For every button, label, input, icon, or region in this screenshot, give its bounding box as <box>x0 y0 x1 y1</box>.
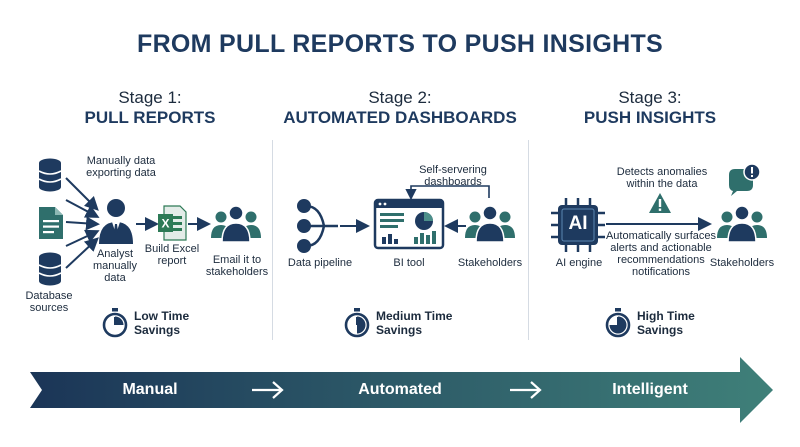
stakeholders-label: Stakeholders <box>709 257 775 269</box>
manual-export-label: Manually data exporting data <box>86 155 156 179</box>
stage-3-number: Stage 3: <box>618 88 682 107</box>
progression-intelligent: Intelligent <box>612 381 688 398</box>
page-title: FROM PULL REPORTS TO PUSH INSIGHTS <box>137 30 663 58</box>
stage-1-name: PULL REPORTS <box>84 108 216 127</box>
stakeholders-icon <box>465 205 515 243</box>
ai-chip-text: AI <box>568 213 588 234</box>
stopwatch-icon <box>605 308 631 338</box>
data-pipeline-icon <box>297 199 338 253</box>
stopwatch-icon <box>344 308 370 338</box>
stakeholders-icon <box>717 205 767 243</box>
stage-2-number: Stage 2: <box>368 88 432 107</box>
bi-tool-icon <box>373 198 445 250</box>
progression-manual: Manual <box>122 381 178 398</box>
svg-text:X: X <box>161 217 169 231</box>
bi-tool-label: BI tool <box>393 257 425 269</box>
excel-icon: X <box>158 205 187 241</box>
medium-time-savings-label: Medium Time Savings <box>376 309 453 337</box>
build-excel-label: Build Excel report <box>144 243 200 267</box>
stage-1-number: Stage 1: <box>118 88 182 107</box>
progression-arrow <box>30 357 773 423</box>
data-pipeline-label: Data pipeline <box>287 257 353 269</box>
low-time-savings-label: Low Time Savings <box>134 309 190 337</box>
database-icon <box>38 252 62 286</box>
database-sources-label: Database sources <box>25 290 73 314</box>
ai-chip-icon <box>551 198 605 252</box>
analyst-label: Analyst manually data <box>92 248 138 284</box>
self-serve-dashboards-label: Self-servering dashboards <box>419 164 487 188</box>
detects-anomalies-label: Detects anomalies within the data <box>616 166 708 190</box>
alerts-label: Automatically surfaces alerts and action… <box>605 230 717 278</box>
stakeholders-icon <box>211 205 261 243</box>
stage-divider <box>528 140 529 340</box>
document-icon <box>39 207 63 239</box>
high-time-savings-label: High Time Savings <box>637 309 695 337</box>
stakeholders-label: Stakeholders <box>457 257 523 269</box>
stage-3-name: PUSH INSIGHTS <box>583 108 717 127</box>
ai-engine-label: AI engine <box>555 257 603 269</box>
stage-2-name: AUTOMATED DASHBOARDS <box>283 108 517 127</box>
database-icon <box>38 158 62 192</box>
analyst-icon <box>99 199 133 244</box>
email-stakeholders-label: Email it to stakeholders <box>205 254 269 278</box>
notification-bubble-icon <box>729 163 761 196</box>
progression-automated: Automated <box>358 381 442 398</box>
stage-divider <box>272 140 273 340</box>
warning-icon <box>649 193 671 213</box>
stopwatch-icon <box>102 308 128 338</box>
